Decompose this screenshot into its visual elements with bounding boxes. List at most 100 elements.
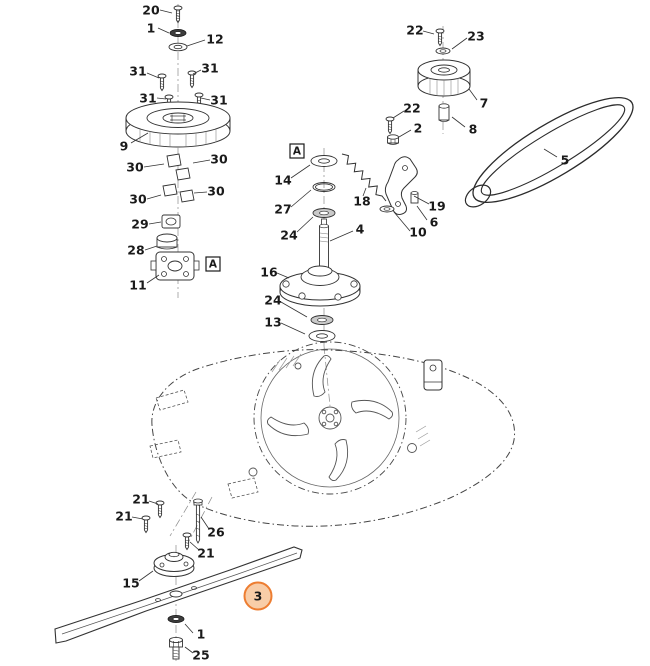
- leader-line: [144, 245, 158, 251]
- part-label-18[interactable]: 18: [353, 187, 371, 209]
- part-label-8[interactable]: 8: [451, 116, 478, 137]
- leader-line: [329, 230, 354, 242]
- spindle-housing-16: [279, 265, 361, 307]
- part-label-20[interactable]: 20: [142, 3, 173, 18]
- deck-center-hub: [318, 406, 342, 430]
- part-number: 31: [201, 61, 218, 76]
- part-number: 16: [260, 265, 278, 280]
- part-label-4[interactable]: 4: [329, 222, 365, 242]
- leader-line: [422, 30, 435, 35]
- washer-10: [379, 205, 395, 213]
- part-number: 30: [207, 184, 225, 199]
- part-label-7[interactable]: 7: [468, 88, 488, 111]
- part-label-28[interactable]: 28: [127, 243, 158, 258]
- part-label-21[interactable]: 21: [115, 509, 144, 524]
- leader-line: [416, 205, 428, 221]
- part-label-1[interactable]: 1: [184, 623, 205, 642]
- part-number: 30: [210, 152, 228, 167]
- screws-21: [141, 500, 192, 550]
- part-label-29[interactable]: 29: [131, 217, 162, 232]
- spring-18: [341, 153, 387, 202]
- reference-box-frame: [289, 143, 305, 159]
- part-label-26[interactable]: 26: [200, 516, 225, 540]
- leader-line: [131, 516, 144, 520]
- part-number: 21: [197, 546, 214, 561]
- part-label-30[interactable]: 30: [126, 160, 165, 175]
- deck-left-brackets: [149, 389, 259, 499]
- part-label-3[interactable]: 3: [243, 581, 273, 611]
- shaft-4: [319, 218, 329, 271]
- part-number: 9: [120, 139, 129, 154]
- leader-line: [156, 97, 167, 100]
- part-label-27[interactable]: 27: [274, 189, 312, 217]
- part-number: 6: [430, 215, 439, 230]
- spacer-8: [438, 103, 450, 123]
- part-label-30[interactable]: 30: [192, 152, 228, 167]
- reference-box-A[interactable]: A: [205, 256, 221, 272]
- part-number: 21: [132, 492, 149, 507]
- leader-line: [146, 194, 162, 200]
- keys-30: [162, 153, 195, 203]
- part-label-22[interactable]: 22: [392, 101, 421, 119]
- part-number: 4: [356, 222, 365, 237]
- blade-3: [54, 546, 303, 644]
- part-number: 31: [129, 64, 146, 79]
- part-label-1[interactable]: 1: [147, 21, 170, 36]
- leader-line: [159, 9, 173, 14]
- part-label-2[interactable]: 2: [398, 121, 422, 138]
- part-29: [161, 214, 181, 229]
- part-label-30[interactable]: 30: [193, 184, 225, 199]
- leader-line: [290, 164, 311, 179]
- part-label-11[interactable]: 11: [129, 274, 160, 293]
- part-label-31[interactable]: 31: [200, 93, 228, 108]
- deck-bolt-holes: [248, 362, 417, 477]
- part-label-13[interactable]: 13: [264, 315, 306, 335]
- part-label-12[interactable]: 12: [186, 32, 224, 47]
- part-label-31[interactable]: 31: [192, 61, 219, 76]
- part-label-19[interactable]: 19: [413, 195, 446, 214]
- bearing-24-upper: [312, 208, 336, 218]
- part-label-25[interactable]: 25: [184, 646, 210, 663]
- leader-line: [200, 516, 210, 530]
- leader-line: [192, 69, 202, 75]
- part-label-22[interactable]: 22: [406, 23, 435, 38]
- part-number: 19: [428, 199, 445, 214]
- part-label-23[interactable]: 23: [451, 29, 485, 50]
- coupling-11: [150, 251, 200, 281]
- leader-line: [451, 37, 468, 50]
- part-label-9[interactable]: 9: [120, 132, 149, 154]
- pulley-7: [417, 59, 471, 97]
- leader-line: [193, 191, 208, 194]
- blade-bolt-25: [169, 636, 183, 660]
- leader-line: [413, 195, 430, 205]
- part-label-15[interactable]: 15: [122, 570, 154, 591]
- part-label-30[interactable]: 30: [129, 192, 162, 207]
- leader-line: [146, 274, 160, 284]
- screw-22-mid: [385, 116, 395, 134]
- part-label-10[interactable]: 10: [393, 211, 427, 240]
- leader-line: [280, 301, 308, 318]
- part-number: 22: [406, 23, 423, 38]
- leader-line: [398, 129, 412, 138]
- part-number: 8: [469, 122, 478, 137]
- o-ring-27: [312, 182, 336, 192]
- leader-line: [184, 623, 194, 634]
- part-label-31[interactable]: 31: [139, 91, 167, 106]
- part-label-6[interactable]: 6: [416, 205, 439, 230]
- leader-line: [543, 148, 558, 158]
- part-label-16[interactable]: 16: [260, 265, 290, 280]
- part-number: 12: [206, 32, 223, 47]
- reference-boxes-layer: AA: [205, 143, 305, 272]
- part-label-21[interactable]: 21: [132, 492, 159, 507]
- nut-2: [387, 134, 399, 145]
- reference-box-A[interactable]: A: [289, 143, 305, 159]
- part-label-31[interactable]: 31: [129, 64, 160, 79]
- part-label-21[interactable]: 21: [189, 541, 215, 561]
- part-label-14[interactable]: 14: [274, 164, 311, 188]
- part-label-24[interactable]: 24: [280, 216, 314, 243]
- pulley-9-hatching: [139, 129, 217, 147]
- part-label-24[interactable]: 24: [264, 293, 308, 318]
- part-label-5[interactable]: 5: [543, 148, 569, 168]
- washer-13: [308, 330, 336, 342]
- part-number: 25: [192, 648, 209, 663]
